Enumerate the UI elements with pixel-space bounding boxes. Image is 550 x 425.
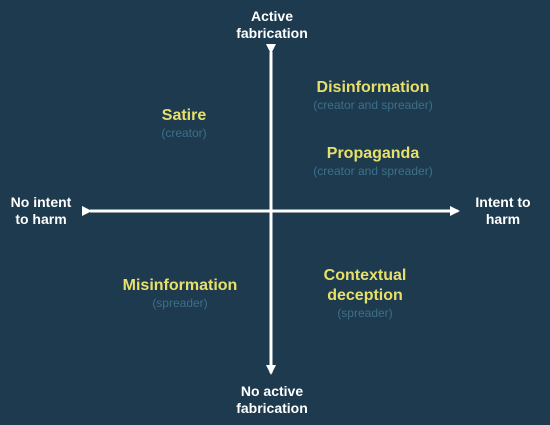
- disinformation-term: Disinformation: [316, 79, 430, 96]
- satire-role: (creator): [161, 126, 207, 140]
- propaganda-role: (creator and spreader): [313, 164, 433, 178]
- propaganda-term: Propaganda: [326, 145, 420, 162]
- axis-label-top-line2: fabrication: [236, 25, 308, 41]
- axis-label-right: Intent to harm: [463, 194, 543, 228]
- axis-label-top: Active fabrication: [222, 8, 322, 42]
- axis-label-right-line2: harm: [485, 211, 521, 227]
- misinformation-term: Misinformation: [122, 277, 238, 294]
- disinformation-role: (creator and spreader): [313, 98, 433, 112]
- misinformation-role: (spreader): [152, 296, 208, 310]
- quadrant-propaganda: Propaganda (creator and spreader): [280, 144, 466, 179]
- axis-label-left: No intent to harm: [2, 194, 80, 228]
- axis-label-bottom: No active fabrication: [222, 383, 322, 417]
- contextual-deception-role: (spreader): [337, 306, 393, 320]
- satire-term: Satire: [161, 107, 207, 124]
- axis-label-right-line1: Intent to: [475, 194, 531, 210]
- quadrant-disinformation: Disinformation (creator and spreader): [280, 78, 466, 113]
- axis-label-top-line1: Active: [250, 8, 294, 24]
- quadrant-contextual-deception: Contextual deception (spreader): [290, 266, 440, 321]
- contextual-deception-term-line1: Contextual: [323, 267, 407, 284]
- contextual-deception-term-line2: deception: [327, 287, 403, 304]
- axis-label-left-line1: No intent: [10, 194, 72, 210]
- axis-label-bottom-line2: fabrication: [236, 400, 308, 416]
- quadrant-misinformation: Misinformation (spreader): [100, 276, 260, 311]
- axis-label-bottom-line1: No active: [240, 383, 304, 399]
- quadrant-satire: Satire (creator): [124, 106, 244, 141]
- axis-label-left-line2: to harm: [15, 211, 67, 227]
